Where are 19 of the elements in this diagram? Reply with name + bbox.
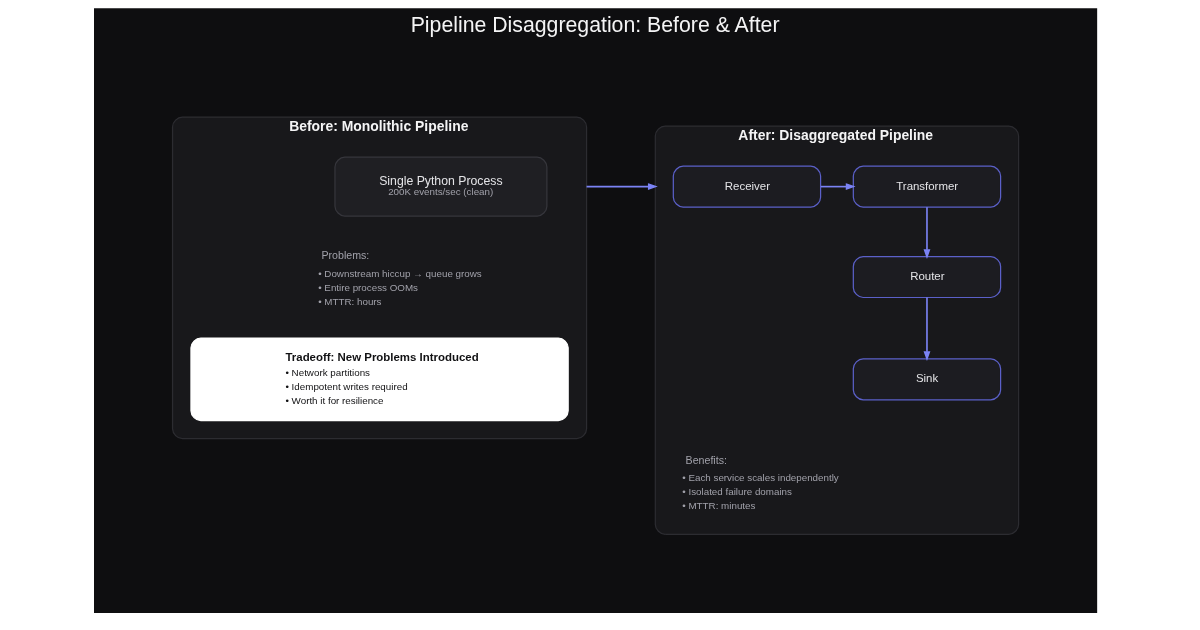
label: • Downstream hiccup → queue grows: [318, 267, 482, 279]
label: • MTTR: hours: [318, 295, 382, 307]
node-box: Router: [852, 255, 1002, 299]
label: • Entire process OOMs: [318, 281, 418, 293]
arrow: [923, 206, 931, 260]
label: • MTTR: minutes: [682, 500, 756, 512]
node-box: Transformer: [852, 165, 1002, 208]
label: • Each service scales independently: [682, 472, 839, 484]
arrow: [819, 183, 856, 191]
node-box: Single Python Process 200K events/sec (clean): [334, 156, 548, 217]
arrow: [923, 296, 931, 362]
node-box: Sink: [852, 358, 1002, 401]
arrow: [585, 183, 658, 191]
label: Benefits:: [685, 453, 727, 466]
node-box: Receiver: [672, 165, 822, 208]
label: Problems:: [321, 249, 370, 262]
node-box: Tradeoff: New Problems Introduced • Network partitions • Idempotent writes required • Worth it for resilience: [190, 337, 569, 422]
diagram-title: Pipeline Disaggregation: Before & After: [410, 12, 780, 37]
label: • Isolated failure domains: [682, 486, 792, 498]
